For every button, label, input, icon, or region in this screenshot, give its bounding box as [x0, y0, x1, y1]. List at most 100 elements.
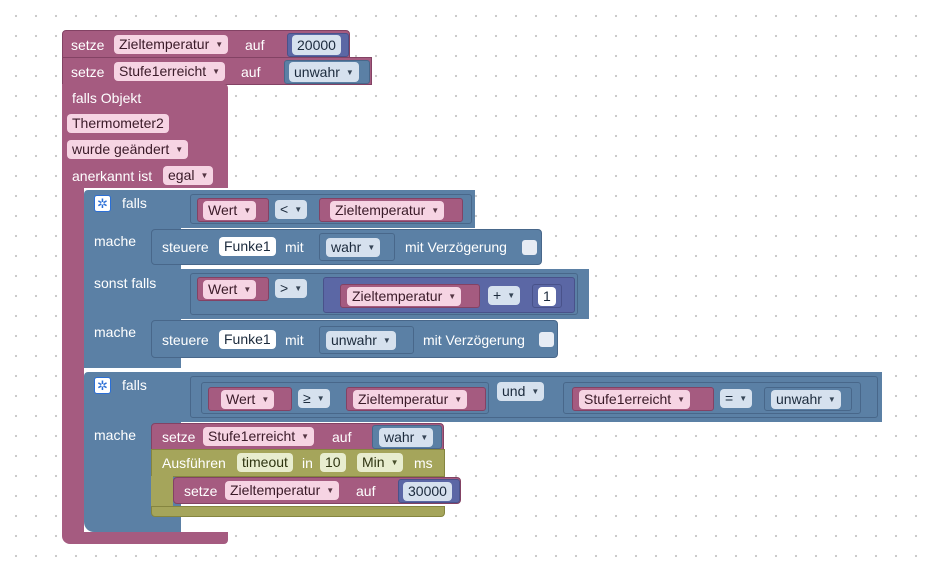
chevron-down-icon: ▼ — [420, 433, 429, 442]
chevron-down-icon: ▼ — [301, 432, 310, 441]
delay-label: mit Verzögerung — [405, 239, 507, 255]
operator-dropdown[interactable]: < ▼ — [275, 200, 308, 219]
ack-value: egal — [168, 167, 195, 183]
chevron-down-icon: ▼ — [200, 171, 209, 180]
timeout-block[interactable]: Ausführen timeout in 10 Min ▼ ms — [151, 449, 445, 477]
chevron-down-icon: ▼ — [345, 67, 354, 77]
compare-block-gte[interactable]: Wert ▼ ≥ ▼ Zieltemperatur ▼ — [201, 382, 489, 414]
variable-block-wert[interactable]: Wert ▼ — [197, 277, 269, 301]
variable-block-zieltemperatur[interactable]: Zieltemperatur ▼ — [340, 284, 480, 308]
operator-dropdown[interactable]: > ▼ — [275, 279, 308, 298]
number-block[interactable]: 1 — [532, 284, 562, 308]
mache-label: mache — [94, 324, 137, 340]
compare-block-equals[interactable]: Stufe1erreicht ▼ = ▼ unwahr ▼ — [563, 382, 861, 414]
operator-value: ≥ — [303, 390, 311, 406]
boolean-dropdown[interactable]: unwahr ▼ — [289, 62, 359, 82]
chevron-down-icon: ▼ — [243, 206, 252, 215]
variable-name: Zieltemperatur — [358, 391, 449, 407]
control-block-2[interactable]: steuere Funke1 mit unwahr ▼ mit Verzöger… — [151, 320, 558, 358]
auf-label: auf — [332, 429, 352, 445]
chevron-down-icon: ▼ — [507, 291, 516, 300]
set-variable-block-stufe1erreicht[interactable]: setze Stufe1erreicht ▼ auf wahr ▼ — [151, 423, 444, 450]
boolean-block[interactable]: unwahr ▼ — [764, 387, 852, 411]
variable-dropdown[interactable]: Wert ▼ — [203, 201, 257, 220]
boolean-block[interactable]: wahr ▼ — [319, 233, 395, 261]
trigger-bottom-arm — [62, 532, 228, 544]
variable-block-wert[interactable]: Wert ▼ — [208, 387, 292, 411]
variable-dropdown[interactable]: Stufe1erreicht ▼ — [579, 390, 691, 409]
change-condition-dropdown[interactable]: wurde geändert ▼ — [67, 140, 189, 159]
boolean-dropdown[interactable]: unwahr ▼ — [326, 331, 396, 350]
variable-dropdown[interactable]: Wert ▼ — [203, 280, 257, 299]
variable-dropdown[interactable]: Zieltemperatur ▼ — [347, 287, 462, 306]
timeout-name-field[interactable]: timeout — [237, 453, 293, 472]
variable-dropdown[interactable]: Zieltemperatur ▼ — [225, 481, 340, 500]
variable-block-zieltemperatur[interactable]: Zieltemperatur ▼ — [346, 387, 486, 411]
object-id-value: Thermometer2 — [72, 115, 164, 131]
ack-label: anerkannt ist — [72, 168, 153, 184]
object-id-field[interactable]: Funke1 — [219, 330, 276, 349]
ack-dropdown[interactable]: egal ▼ — [163, 166, 214, 185]
number-field[interactable]: 20000 — [292, 35, 341, 55]
set-variable-block-zieltemperatur[interactable]: setze Zieltemperatur ▼ auf 30000 — [173, 477, 461, 504]
number-field[interactable]: 1 — [538, 287, 556, 306]
control-block-1[interactable]: steuere Funke1 mit wahr ▼ mit Verzögerun… — [151, 229, 542, 265]
timeout-unit-dropdown[interactable]: Min ▼ — [357, 453, 404, 472]
chevron-down-icon: ▼ — [243, 285, 252, 294]
logic-operator-dropdown[interactable]: und ▼ — [497, 382, 545, 401]
variable-name: Wert — [208, 281, 238, 297]
number-block[interactable]: 20000 — [287, 33, 349, 57]
variable-block-zieltemperatur[interactable]: Zieltemperatur ▼ — [319, 198, 463, 222]
boolean-dropdown[interactable]: unwahr ▼ — [771, 390, 841, 409]
number-block[interactable]: 30000 — [398, 479, 460, 503]
variable-dropdown[interactable]: Zieltemperatur ▼ — [114, 35, 229, 54]
operator-value: + — [493, 287, 502, 303]
mache-label: mache — [94, 233, 137, 249]
arithmetic-block[interactable]: Zieltemperatur ▼ + ▼ 1 — [323, 277, 575, 313]
operator-dropdown[interactable]: ≥ ▼ — [298, 389, 330, 408]
logic-and-block[interactable]: Wert ▼ ≥ ▼ Zieltemperatur ▼ und ▼ Stufe1… — [190, 376, 878, 418]
mit-label: mit — [285, 332, 304, 348]
object-id-field[interactable]: Thermometer2 — [67, 114, 169, 133]
number-field[interactable]: 30000 — [403, 482, 452, 501]
chevron-down-icon: ▼ — [454, 395, 463, 404]
chevron-down-icon: ▼ — [531, 387, 540, 396]
operator-value: = — [725, 390, 734, 406]
gear-icon[interactable]: ✲ — [94, 377, 111, 394]
variable-dropdown[interactable]: Zieltemperatur ▼ — [330, 201, 445, 220]
delay-checkbox[interactable] — [539, 332, 554, 347]
variable-dropdown[interactable]: Stufe1erreicht ▼ — [203, 427, 315, 446]
number-value: 1 — [543, 288, 551, 304]
chevron-down-icon: ▼ — [827, 395, 836, 404]
compare-block-less-than[interactable]: Wert ▼ < ▼ Zieltemperatur ▼ — [190, 194, 472, 224]
gear-icon[interactable]: ✲ — [94, 195, 111, 212]
variable-block-stufe1erreicht[interactable]: Stufe1erreicht ▼ — [572, 387, 714, 411]
object-id-field[interactable]: Funke1 — [219, 237, 276, 256]
boolean-dropdown[interactable]: wahr ▼ — [379, 428, 434, 447]
boolean-block[interactable]: wahr ▼ — [372, 425, 442, 449]
set-variable-block-zieltemperatur[interactable]: setze Zieltemperatur ▼ auf 20000 — [62, 30, 350, 58]
variable-dropdown[interactable]: Wert ▼ — [221, 390, 275, 409]
variable-dropdown[interactable]: Zieltemperatur ▼ — [353, 390, 468, 409]
operator-dropdown[interactable]: = ▼ — [720, 389, 753, 408]
variable-block-wert[interactable]: Wert ▼ — [197, 198, 269, 222]
variable-name: Stufe1erreicht — [584, 391, 672, 407]
set-variable-block-stufe1erreicht[interactable]: setze Stufe1erreicht ▼ auf unwahr ▼ — [62, 57, 372, 85]
auf-label: auf — [356, 483, 376, 499]
on-object-change-trigger-block[interactable]: falls Objekt Thermometer2 wurde geändert… — [62, 84, 228, 188]
chevron-down-icon: ▼ — [215, 40, 224, 49]
arithmetic-operator-dropdown[interactable]: + ▼ — [488, 286, 521, 305]
if-elseif-block-1[interactable]: ✲ falls mache sonst falls mache — [84, 190, 181, 368]
steuere-label: steuere — [162, 332, 209, 348]
timeout-amount-field[interactable]: 10 — [320, 453, 346, 472]
boolean-block[interactable]: unwahr ▼ — [284, 60, 370, 84]
boolean-block[interactable]: unwahr ▼ — [319, 326, 414, 354]
variable-dropdown[interactable]: Stufe1erreicht ▼ — [114, 62, 226, 81]
number-value: 20000 — [297, 36, 336, 53]
chevron-down-icon: ▼ — [431, 206, 440, 215]
timeout-amount-value: 10 — [325, 454, 341, 470]
boolean-dropdown[interactable]: wahr ▼ — [326, 238, 381, 257]
compare-block-greater-than[interactable]: Wert ▼ > ▼ Zieltemperatur ▼ + ▼ 1 — [190, 273, 578, 315]
delay-checkbox[interactable] — [522, 240, 537, 255]
operator-value: < — [280, 201, 289, 217]
